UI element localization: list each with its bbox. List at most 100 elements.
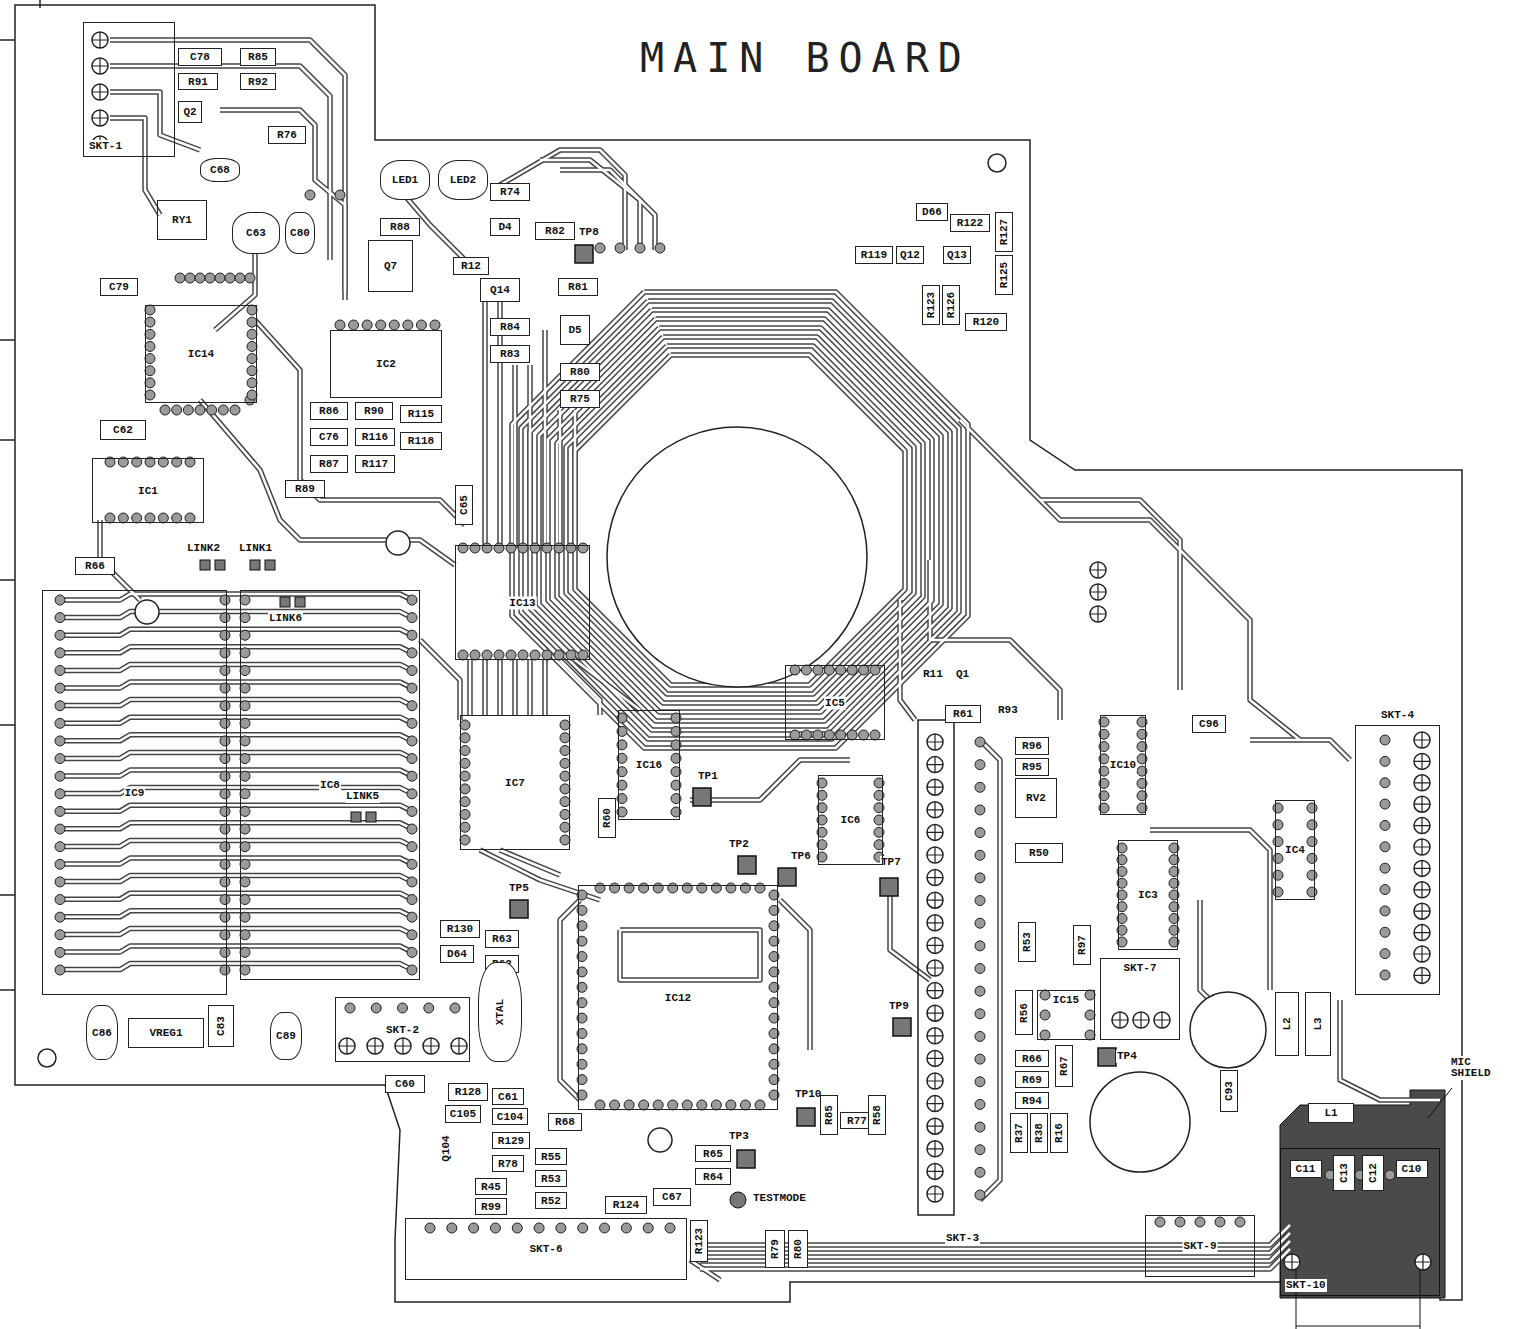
pin-cross: [1414, 882, 1430, 898]
solder-pad: [220, 877, 230, 887]
socket-pin: [927, 847, 943, 863]
solder-pad: [247, 329, 257, 339]
trace-outline: [512, 660, 518, 715]
pin-cross: [1284, 1254, 1300, 1270]
pin-ring: [927, 1186, 943, 1202]
part-designator: Q14: [489, 284, 511, 297]
part-label: LINK1: [238, 542, 273, 555]
pin-ring: [1414, 903, 1430, 919]
pin-cross: [927, 1163, 943, 1179]
pin-ring: [927, 892, 943, 908]
part-designator: C65: [458, 494, 471, 516]
socket-outline: SKT-6: [405, 1218, 687, 1280]
resistor-symbol: R37: [1010, 1113, 1028, 1153]
hole: [135, 600, 159, 624]
resistor-symbol: R85: [820, 1095, 838, 1135]
pin-ring: [451, 1038, 467, 1054]
part-designator: C78: [189, 51, 211, 64]
trace-fill: [60, 664, 412, 670]
solder-pad: [460, 720, 470, 730]
trace-outline: [620, 930, 760, 980]
solder-pad: [460, 746, 470, 756]
socket-pin: [927, 1028, 943, 1044]
pin-ring: [1154, 1012, 1170, 1028]
trace-fill: [484, 300, 487, 548]
trace-fill: [60, 840, 412, 846]
trace-fill: [499, 300, 502, 548]
resistor-symbol: R127: [995, 212, 1013, 252]
solder-pad: [145, 317, 155, 327]
trace-outline: [60, 770, 412, 776]
solder-pad: [1307, 803, 1317, 813]
diode-symbol: D66: [916, 203, 948, 221]
trace-fill: [539, 319, 941, 721]
solder-pad: [55, 947, 65, 957]
board-notch: [0, 894, 15, 896]
socket-pin: [1090, 562, 1106, 578]
capacitor-symbol: C104: [492, 1108, 528, 1125]
socket-pin: [92, 58, 108, 74]
solder-pad: [975, 1009, 985, 1019]
solder-pad: [55, 789, 65, 799]
part-designator: C83: [215, 1015, 228, 1037]
part-designator: C93: [1223, 1080, 1236, 1102]
solder-pad: [247, 305, 257, 315]
socket-pin: [927, 1005, 943, 1021]
solder-pad: [847, 730, 857, 740]
trace-outline: [420, 640, 460, 720]
solder-pad: [247, 378, 257, 388]
solder-pad: [240, 771, 250, 781]
pin-cross: [1090, 584, 1106, 600]
socket-outline: [918, 720, 954, 1215]
solder-pad: [1385, 1170, 1395, 1180]
capacitor-symbol: C105: [445, 1105, 481, 1123]
trace-fill: [780, 900, 810, 1050]
solder-pad: [240, 754, 250, 764]
part-designator: R37: [1013, 1122, 1026, 1144]
trace-outline: [255, 320, 465, 525]
trace-fill: [60, 911, 412, 917]
solder-pad: [460, 771, 470, 781]
solder-pad: [240, 824, 250, 834]
resistor-symbol: R124: [605, 1196, 647, 1214]
capacitor-symbol: C89: [270, 1012, 302, 1060]
solder-pad: [836, 730, 846, 740]
pin-ring: [927, 1096, 943, 1112]
pin-ring: [92, 110, 108, 126]
part-label: R11: [922, 668, 944, 681]
resistor-symbol: R81: [558, 278, 598, 296]
trace-outline: [1150, 830, 1270, 990]
part-designator: IC3: [1137, 889, 1159, 902]
part-designator: R56: [1018, 1002, 1031, 1024]
pin-cross: [927, 1186, 943, 1202]
test-pad: [797, 1108, 815, 1126]
pin-cross: [92, 58, 108, 74]
part-designator: C79: [108, 281, 130, 294]
ic-outline: IC10: [1100, 715, 1146, 815]
solder-pad: [578, 650, 588, 660]
part-label: LINK2: [186, 542, 221, 555]
trace-fill: [1040, 500, 1180, 690]
board-notch: [0, 39, 15, 41]
transistor-symbol: Q7: [368, 240, 413, 292]
solder-pad: [407, 930, 417, 940]
pin-ring: [927, 779, 943, 795]
link-pad: [200, 560, 210, 570]
solder-pad: [460, 758, 470, 768]
pin-ring: [1414, 753, 1430, 769]
ic-outline: IC9: [42, 590, 227, 995]
part-label: Q1: [955, 668, 970, 681]
solder-pad: [530, 650, 540, 660]
capacitor-symbol: C96: [1192, 715, 1226, 733]
pin-cross: [1414, 903, 1430, 919]
part-label: TP5: [508, 882, 530, 895]
part-designator: R78: [497, 1157, 519, 1170]
part-designator: R129: [497, 1134, 525, 1147]
socket-pin: [927, 779, 943, 795]
trace-fill: [60, 629, 412, 635]
solder-pad: [975, 805, 985, 815]
solder-pad: [600, 1223, 610, 1233]
part-designator: R96: [1021, 740, 1043, 753]
test-pad: [737, 1150, 755, 1168]
